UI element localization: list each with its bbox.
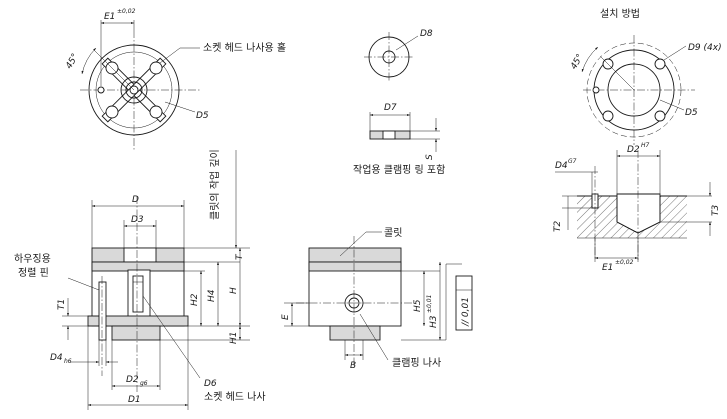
d1-label: D1 [128,395,141,405]
d3-label: D3 [131,215,144,225]
d8-label: D8 [420,29,433,39]
t3-label: T3 [711,205,721,216]
install-title: 설치 방법 [600,8,640,20]
d2-g6-tol: g6 [140,380,148,387]
ring-depth-label: 클릿의 작업 깊이 [208,149,221,220]
angle-top-label: 45° [64,52,81,71]
pin-label-line1: 하우징용 [14,252,51,265]
d-label: D [132,195,139,205]
d6-label: D6 [204,379,217,389]
e1-bottom-tol: ±0,02 [615,259,634,266]
d2-label: D2 [627,145,640,155]
d9-label: D9 (4x) [688,43,722,53]
h-label: H [229,287,239,294]
b-label: B [350,361,356,371]
d2-g6-label: D2 [126,375,139,385]
d5-top-label: D5 [196,111,209,121]
e1-bottom-label: E1 [602,263,613,273]
d4-tol: G7 [568,158,577,165]
h2-label: H2 [190,293,200,306]
t1-label: T1 [57,299,67,310]
socket-hole-label: 소켓 헤드 나사용 홀 [203,41,286,54]
side-section: 콜릿 E H5 H3 ±0,01 // 0,01 B 클램핑 나사 [281,227,473,371]
e1-top-tol: ±0,02 [117,8,136,15]
d4-h6-label: D4 [50,353,63,363]
clamping-screw-label: 클램핑 나사 [392,357,441,369]
e-label: E [281,314,291,320]
clamping-ring-view: D8 D7 S 작업용 클램핑 링 포함 [353,29,445,176]
h5-label: H5 [413,299,423,312]
front-section: D D3 T H2 H4 H H1 클릿의 작업 깊이 T1 하우징용 정렬 핀 [14,149,266,410]
parallelism-label: // 0,01 [461,297,471,327]
h3-tol: ±0,01 [426,295,433,313]
d7-label: D7 [384,103,397,113]
h3-label: H3 [429,315,439,328]
pin-label-line2: 정렬 핀 [18,266,49,279]
top-view: E1 ±0,02 45° 소켓 헤드 나사용 홀 D5 [64,8,286,150]
s-label: S [425,154,435,160]
installation-section: D2 H7 D4 G7 T2 T3 E1 ±0,02 [553,142,721,273]
e1-top-label: E1 [104,12,115,22]
d4-h6-tol: h6 [64,358,72,365]
t2-label: T2 [553,221,563,232]
collet-label: 콜릿 [384,227,402,239]
socket-screw-label: 소켓 헤드 나사 [204,391,266,403]
clamping-ring-note: 작업용 클램핑 링 포함 [353,163,445,176]
installation-top-view: 설치 방법 45° D9 (4x) D5 [569,8,722,145]
h4-label: H4 [207,289,217,302]
d5-install-label: D5 [685,108,698,118]
d2-tol: H7 [641,142,650,149]
d4-label: D4 [555,161,568,171]
h1-label: H1 [229,332,239,345]
